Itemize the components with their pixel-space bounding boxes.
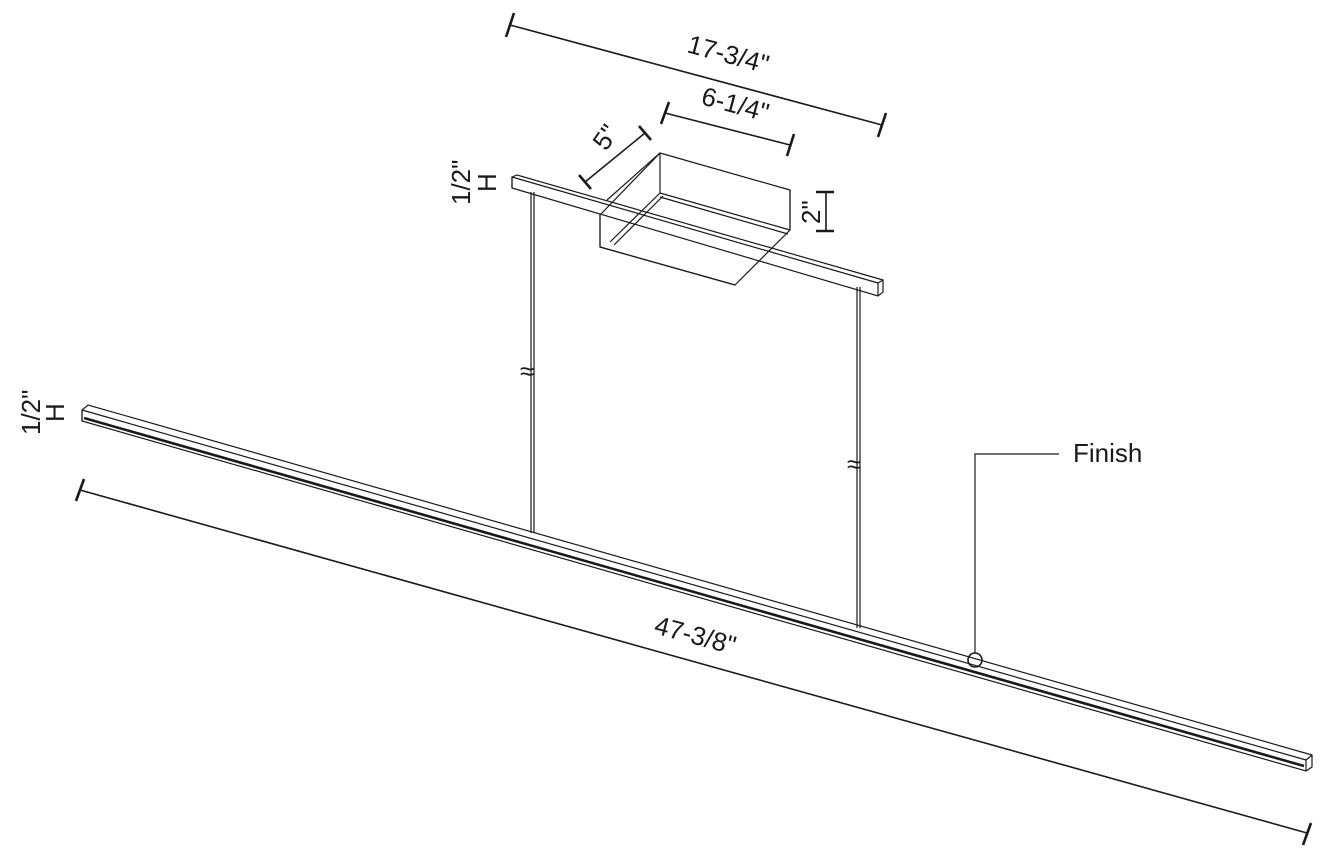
finish-marker-icon [967, 652, 983, 668]
dimension-canopy-bar-height: 1/2" H [446, 160, 502, 205]
dimension-canopy-box-depth: 5" [578, 119, 652, 190]
dimension-fixture-bar-height: 1/2" H [16, 390, 70, 435]
dimension-canopy-overall: 17-3/4" [504, 12, 888, 138]
label-fixture-bar-height-suffix: H [40, 403, 70, 422]
canopy-box [599, 152, 791, 286]
suspension-cable-left: ≈ [520, 192, 535, 533]
label-canopy-bar-height-value: 1/2" [446, 160, 476, 205]
cable-break-icon: ≈ [520, 356, 534, 386]
fixture-bar [81, 404, 1313, 772]
suspension-cable-right: ≈ [847, 287, 861, 628]
label-canopy-box-height: 2" [796, 200, 826, 224]
dimension-canopy-box-length: 6-1/4" [659, 81, 796, 157]
cable-break-icon: ≈ [847, 449, 861, 479]
dimension-canopy-box-height: 2" [796, 190, 834, 233]
label-canopy-overall: 17-3/4" [684, 29, 772, 79]
label-fixture-bar-height-value: 1/2" [16, 390, 46, 435]
label-finish: Finish [1073, 438, 1142, 468]
label-canopy-bar-height-suffix: H [472, 173, 502, 192]
label-canopy-box-length: 6-1/4" [698, 81, 772, 128]
dimension-fixture-length: 47-3/8" [74, 478, 1313, 846]
label-canopy-box-depth: 5" [586, 119, 624, 156]
canopy-bar [511, 174, 884, 297]
finish-callout: Finish [967, 438, 1142, 668]
